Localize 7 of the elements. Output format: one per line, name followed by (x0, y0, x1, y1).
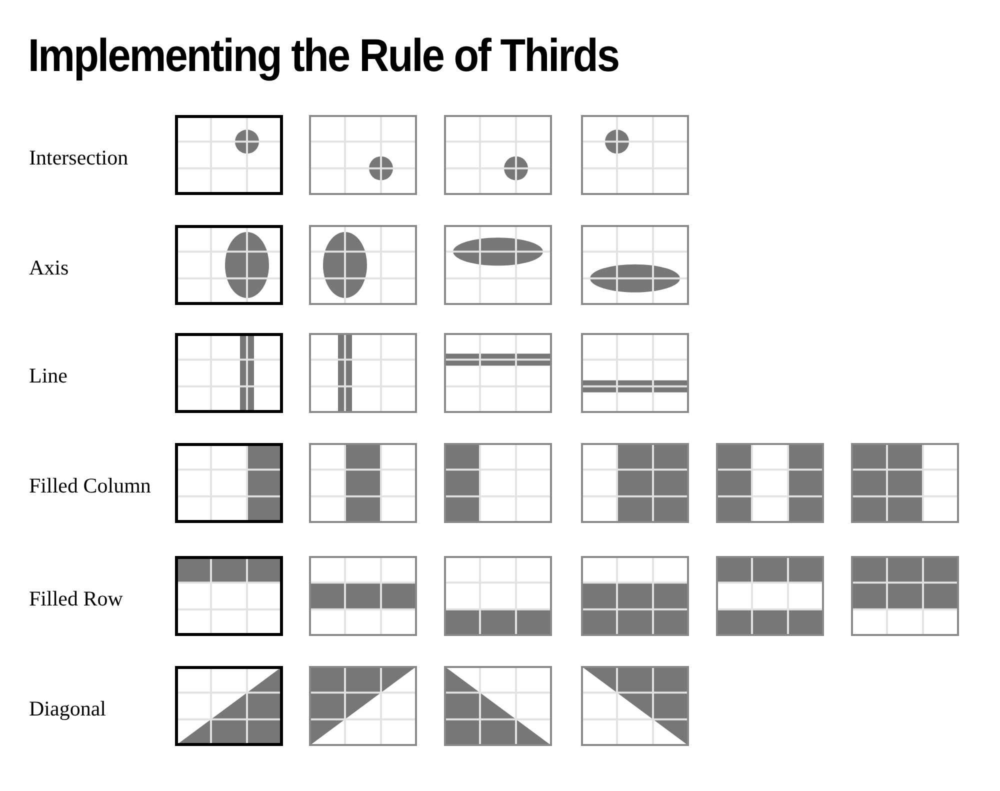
row-label: Intersection (29, 146, 128, 170)
row-label: Filled Column (29, 474, 151, 498)
row-label: Line (29, 364, 68, 388)
row-label: Diagonal (29, 696, 106, 722)
row-label: Filled Row (29, 586, 123, 612)
title: Implementing the Rule of Thirds (28, 28, 619, 82)
row-label: Axis (29, 256, 69, 280)
